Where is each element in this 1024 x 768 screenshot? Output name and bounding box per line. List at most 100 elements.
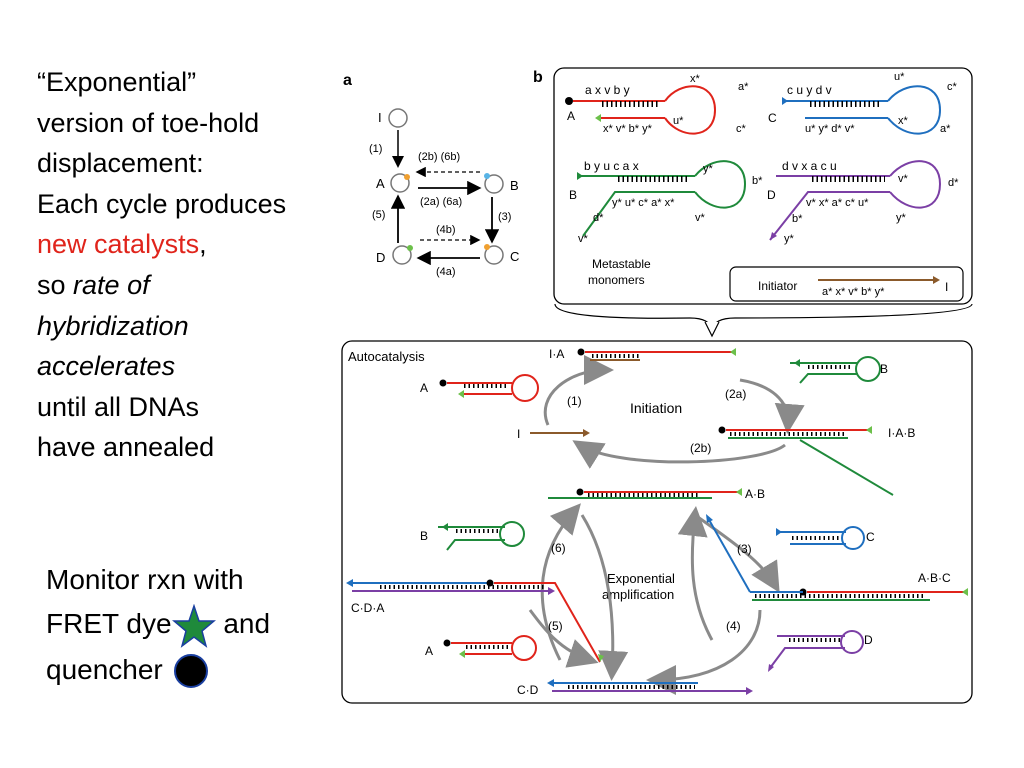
step2a6a: (2a) (6a) (420, 196, 462, 208)
monomer-d-top: d v x a c u (782, 159, 837, 173)
strand-d-bottom (769, 191, 890, 241)
initiator-box (729, 266, 964, 302)
a2-loop (511, 635, 537, 661)
italic-phrase-2: hybridization (37, 310, 189, 341)
text-line-8: accelerates (37, 346, 286, 387)
arrowhead-b (577, 172, 583, 180)
text-line-1: “Exponential” (37, 67, 197, 97)
label-abc: A·B·C (918, 571, 951, 585)
funnel-arrow (554, 303, 973, 331)
monomer-b-loop-bot: v* (695, 212, 706, 224)
star-icon (736, 488, 742, 496)
monomer-a: A a x v b y x* v* b* y* x* u* a* c* (565, 73, 749, 135)
arrow-cycle-2a (739, 378, 805, 434)
quencher-dot (718, 426, 726, 434)
panel-b-box (553, 67, 973, 305)
node-d: D (376, 250, 385, 265)
so-word: so (37, 269, 66, 300)
node-a: A (376, 176, 385, 191)
panel-b-label: b (533, 69, 543, 86)
monitor-line-1: Monitor rxn with (46, 564, 244, 595)
label-a: A (420, 381, 428, 395)
b-loop (855, 356, 881, 382)
label-d: D (864, 633, 873, 647)
monomer-a-bottom: x* v* b* y* (603, 123, 653, 135)
arrow-cycle-6 (540, 503, 581, 661)
comma: , (199, 229, 207, 260)
text-line-10: have annealed (37, 432, 215, 463)
monomer-c-loop-mid: x* (898, 115, 909, 127)
label-ia: I·A (549, 347, 564, 361)
label-a2: A (425, 644, 433, 658)
node-b-dot (484, 173, 490, 179)
node-d-dot (407, 245, 413, 251)
step4a: (4a) (436, 266, 456, 278)
quencher-dot (576, 488, 584, 496)
monomer-a-loop-bot: c* (736, 123, 747, 135)
exp-label-2: amplification (602, 587, 674, 602)
monomer-c-loop-top: u* (894, 71, 905, 83)
star-icon (595, 114, 601, 122)
node-c: C (510, 249, 519, 264)
initiator-arrowhead (933, 276, 940, 284)
metastable-line2: monomers (588, 273, 645, 287)
metastable-line1: Metastable (592, 257, 651, 271)
monomer-c-bottom: u* y* d* v* (805, 123, 855, 135)
text-line-3: displacement: (37, 148, 204, 179)
star-icon (962, 588, 968, 596)
monitor-text: Monitor rxn with FRET dye and quencher (46, 558, 270, 692)
step2b-auto: (2b) (690, 441, 711, 455)
monitor-line-3: quencher (46, 648, 270, 692)
monomer-d-bottom: v* x* a* c* u* (806, 197, 869, 209)
loop-b (694, 160, 747, 209)
monomer-d-label: D (767, 188, 776, 202)
text-line-2: version of toe-hold (37, 107, 260, 138)
label-cd: C·D (517, 683, 539, 697)
cda-red-strand (494, 582, 601, 663)
quencher-dot (486, 579, 494, 587)
italic-phrase-1: rate of (73, 269, 150, 300)
node-c-loop (484, 245, 504, 265)
step1-auto: (1) (567, 394, 582, 408)
text-line-5: new catalysts, (37, 224, 286, 265)
d-bottom-strand (769, 647, 845, 669)
monomer-a-loop-top: x* (690, 73, 701, 85)
cda-blue-arrowhead (346, 579, 353, 587)
arrowhead-c (782, 97, 788, 105)
cda-purple-arrowhead (548, 587, 555, 595)
step4-auto: (4) (726, 619, 741, 633)
label-c: C (866, 530, 875, 544)
star-icon (459, 650, 465, 658)
text-line-9: until all DNAs (37, 391, 200, 422)
i-arrowhead (583, 429, 590, 437)
monomer-b-loop-top: y* (703, 163, 714, 175)
monomer-d-loop-right: d* (948, 177, 959, 189)
d-arrowhead (768, 664, 774, 672)
node-c-dot (484, 244, 490, 250)
monomer-a-top: a x v b y (585, 83, 630, 97)
b-arrowhead (794, 359, 800, 367)
cd-blue-arrowhead (547, 679, 554, 687)
label-b2: B (420, 529, 428, 543)
monomer-b-top: b y u c a x (584, 159, 639, 173)
abc-blue-tail (707, 517, 751, 593)
node-d-loop (392, 245, 412, 265)
star-icon (730, 348, 736, 356)
step3-auto: (3) (737, 542, 752, 556)
loop-c (887, 85, 942, 135)
panel-a: a I (1) A (2b) (6b) (2a) (6a) B (3) C (4… (343, 72, 519, 278)
monomer-c-loop-right: c* (947, 81, 958, 93)
autocatalysis-box (341, 340, 973, 704)
monomer-b-tail2: v* (578, 233, 589, 245)
monomer-a-loop-mid: u* (673, 115, 684, 127)
star-icon (458, 390, 464, 398)
node-a-dot (404, 174, 410, 180)
funnel-tip (704, 321, 720, 338)
text-line-7: hybridization (37, 306, 286, 347)
monomer-a-label: A (567, 109, 575, 123)
monomer-a-loop-right: a* (738, 81, 749, 93)
node-a-loop (390, 173, 410, 193)
loop-a (664, 85, 717, 135)
monomer-d-tail2: y* (784, 233, 795, 245)
